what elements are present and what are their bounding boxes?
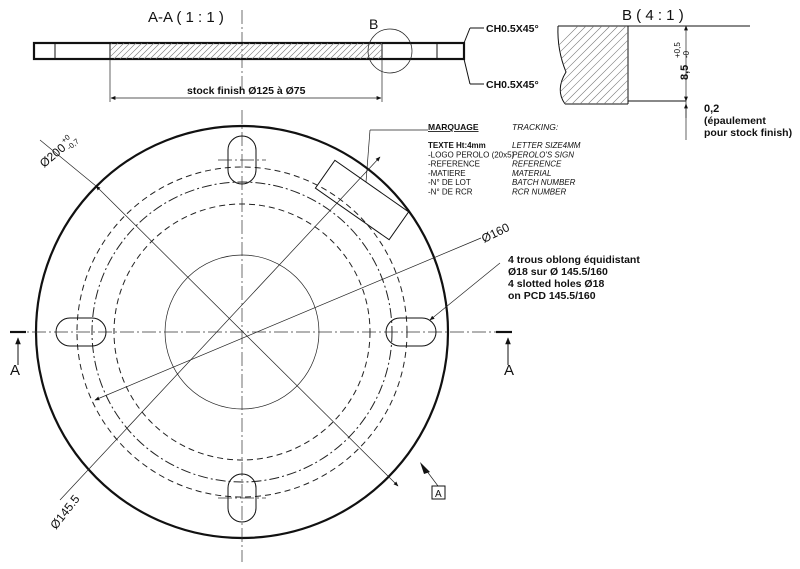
text-line: -LOGO PEROLO (20x5) [428, 150, 515, 159]
chamfer-bottom-label: CH0.5X45° [486, 79, 539, 91]
detail-step-note-2: pour stock finish) [704, 127, 792, 139]
section-label-left: A [10, 362, 20, 379]
section-plate-outline [32, 41, 466, 61]
plan-view: A A Ø200 +0 -0,7 Ø160 [10, 110, 640, 562]
detail-step-value: 0,2 [704, 103, 719, 115]
chamfer-top-label: CH0.5X45° [486, 23, 539, 35]
holes-note-line: Ø18 sur Ø 145.5/160 [508, 266, 608, 278]
text-line: PEROLO'S SIGN [512, 150, 574, 159]
detail-hatching [557, 26, 628, 104]
tracking-heading: TRACKING: [512, 122, 559, 132]
text-line: -N° DE RCR [428, 188, 473, 197]
detail-view: B ( 4 : 1 ) 8,5 +0,5 -0 0,2 (épaulement … [557, 7, 792, 140]
holes-note-line: 4 slotted holes Ø18 [508, 278, 604, 290]
text-line: MATERIAL [512, 169, 551, 178]
detail-height-tol-upper: +0,5 [673, 42, 682, 58]
text-line: -REFERENCE [428, 160, 480, 169]
section-label-right: A [504, 362, 514, 379]
marking-fr-lines: TEXTE Ht:4mm-LOGO PEROLO (20x5)-REFERENC… [428, 141, 515, 197]
slotted-hole-top [218, 135, 266, 185]
detail-height-dim: 8,5 [679, 65, 691, 80]
detail-b-callout-circle [367, 28, 413, 74]
datum-a-box [431, 485, 446, 500]
text-line: RCR NUMBER [512, 188, 566, 197]
text-line: LETTER SIZE4MM [512, 141, 581, 150]
holes-note-line: 4 trous oblong équidistant [508, 254, 640, 266]
detail-step-note-1: (épaulement [704, 115, 766, 127]
section-view: A-A ( 1 : 1 ) CH0.5X45° CH0.5X45° B stoc… [32, 9, 539, 102]
section-hatching [110, 43, 382, 59]
detail-height-tol-lower: -0 [682, 50, 691, 58]
marking-zone-rect [314, 159, 410, 241]
marking-heading: MARQUAGE [428, 122, 479, 132]
detail-b-callout-label: B [369, 16, 378, 32]
section-view-title: A-A ( 1 : 1 ) [148, 9, 224, 26]
text-line: -N° DE LOT [428, 178, 471, 187]
pcd-145-dim: Ø145.5 [47, 492, 82, 532]
text-line: REFERENCE [512, 160, 562, 169]
datum-a-label: A [435, 489, 442, 500]
holes-note-line: on PCD 145.5/160 [508, 290, 596, 302]
pcd160-dim-line [94, 237, 482, 401]
stock-finish-dimension: stock finish Ø125 à Ø75 [187, 85, 306, 97]
text-line: -MATIERE [428, 169, 466, 178]
text-line: BATCH NUMBER [512, 178, 576, 187]
pcd145-dim-line [59, 156, 381, 501]
pcd-160-dim: Ø160 [479, 220, 512, 246]
marking-block: MARQUAGE TRACKING: TEXTE Ht:4mm-LOGO PER… [314, 122, 581, 241]
detail-view-title: B ( 4 : 1 ) [622, 7, 684, 24]
text-line: TEXTE Ht:4mm [428, 141, 486, 150]
